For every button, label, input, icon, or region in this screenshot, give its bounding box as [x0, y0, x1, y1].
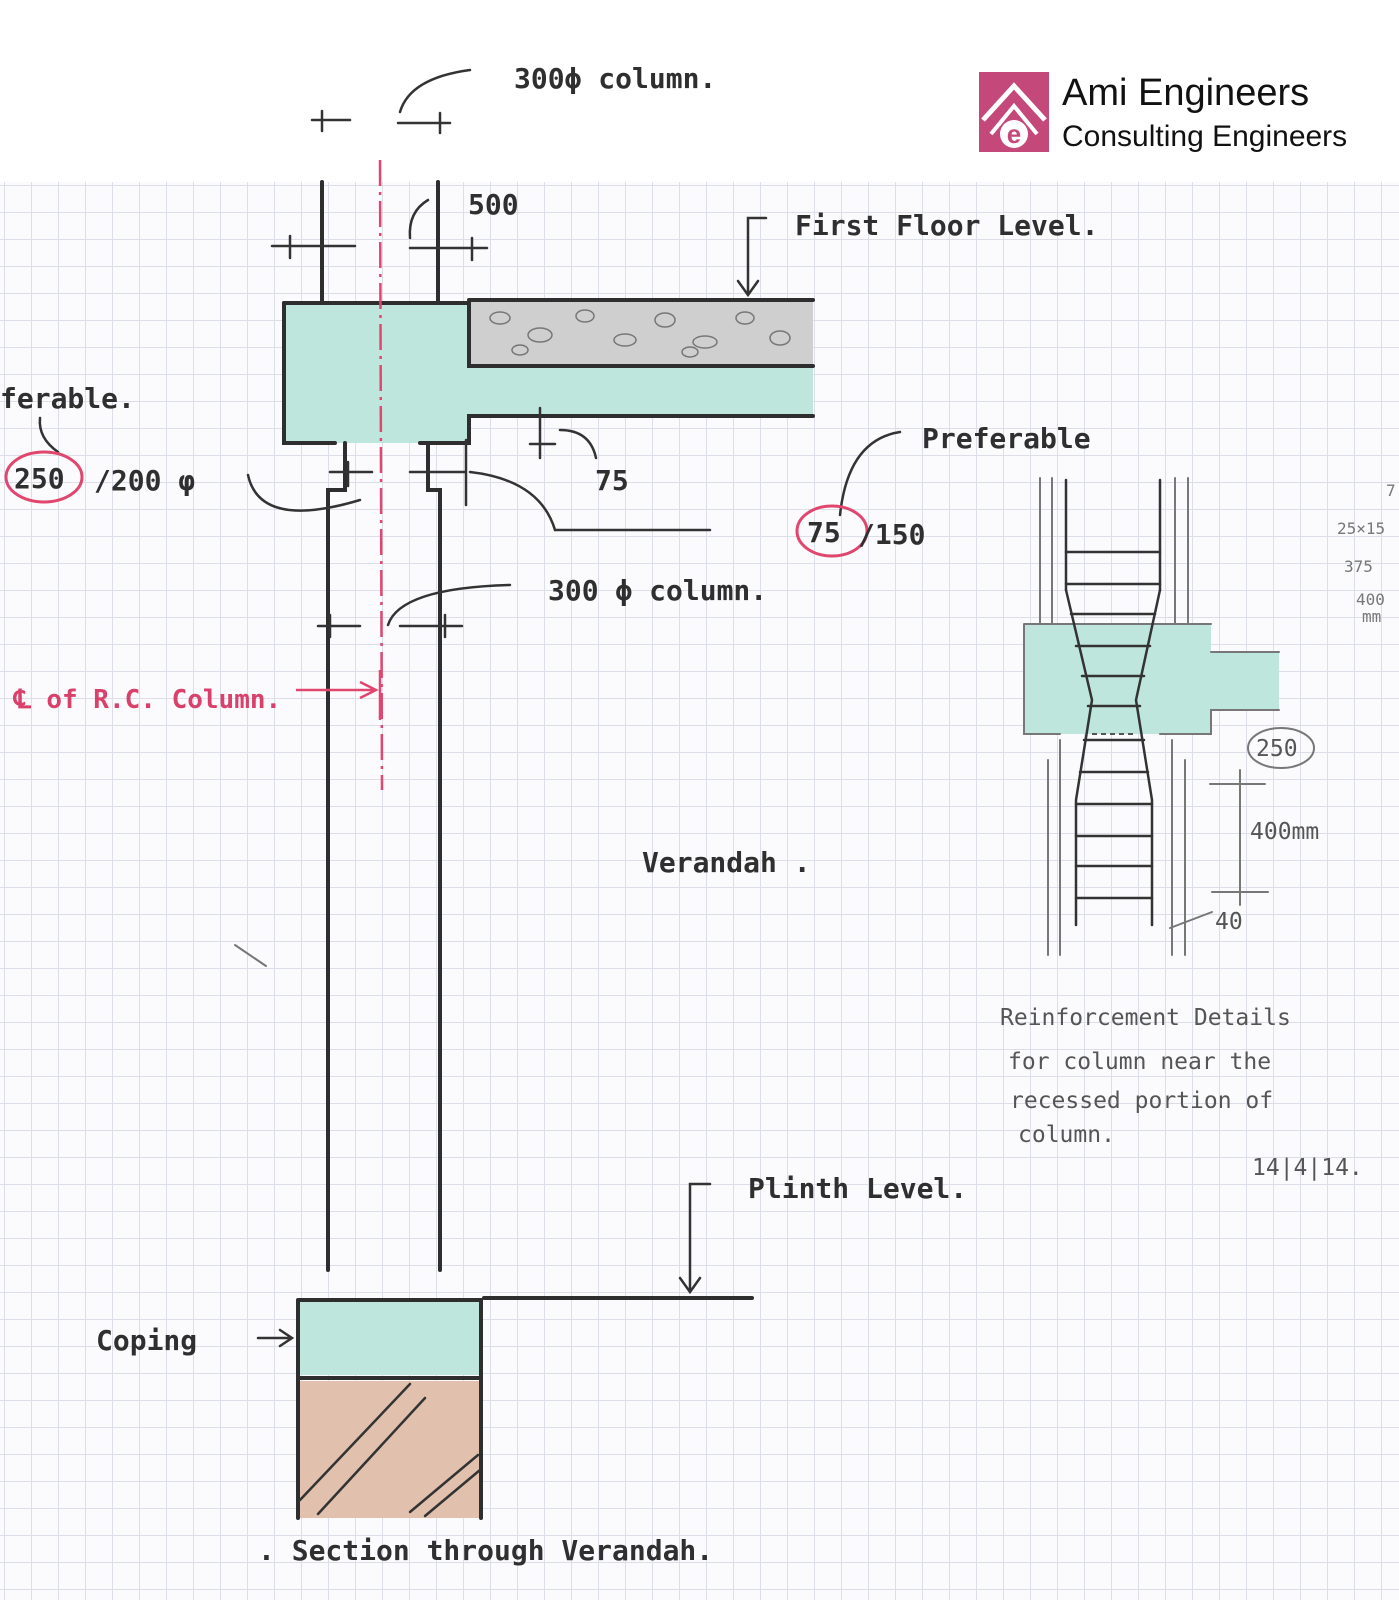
coping-label: Coping [96, 1324, 197, 1357]
first-floor-slab [282, 298, 815, 445]
mid-column-label: 300 ϕ column. [548, 574, 767, 607]
detail-caption-line-3: recessed portion of [1010, 1088, 1273, 1114]
dim-75-marker [528, 406, 598, 460]
centerline-label: ℄ of R.C. Column. [13, 685, 281, 715]
detail-250-circle [1247, 727, 1315, 769]
mid-column-dimension [316, 583, 512, 639]
plinth-level-marker [678, 1182, 712, 1295]
coping-arrow [256, 1328, 295, 1348]
column-centerline [378, 159, 384, 791]
detail-date: 14|4|14. [1252, 1155, 1363, 1181]
dim-75-circled: 75 [807, 516, 841, 549]
dim-150: /150 [858, 518, 925, 551]
top-column-dimension [310, 68, 472, 135]
section-title: . Section through Verandah. [258, 1534, 713, 1567]
detail-caption-line-1: Reinforcement Details [1000, 1005, 1291, 1031]
margin-note-1: 25×15 [1337, 519, 1385, 538]
svg-text:e: e [1007, 119, 1021, 149]
preferable-right-label: Preferable [922, 422, 1091, 455]
paper-top-band [0, 0, 1399, 182]
coping-and-masonry [296, 1296, 754, 1520]
dim-75: 75 [595, 464, 629, 497]
upper-column [270, 180, 489, 304]
dim-500: 500 [468, 188, 519, 221]
detail-caption-line-2: for column near the [1008, 1049, 1271, 1075]
dim-250-circled: 250 [14, 462, 65, 495]
detail-caption-line-4: column. [1018, 1122, 1115, 1148]
preferable-left-label: ferable. [0, 382, 135, 415]
reinforcement-detail [1023, 477, 1280, 956]
margin-note-4: mm [1362, 607, 1381, 626]
margin-note-2: 375 [1344, 557, 1373, 576]
detail-dim-400: 400mm [1250, 819, 1319, 845]
detail-dim-250: 250 [1256, 736, 1298, 762]
centerline-arrow [296, 680, 379, 700]
company-subtitle: Consulting Engineers [1062, 120, 1348, 153]
company-logo: e Ami Engineers Consulting Engineers [979, 70, 1399, 160]
detail-dim-40: 40 [1215, 909, 1243, 935]
company-name: Ami Engineers [1062, 72, 1310, 114]
plinth-label: Plinth Level. [748, 1172, 967, 1205]
margin-note-5: 7 [1386, 481, 1396, 500]
top-column-label: 300ϕ column. [514, 62, 716, 95]
recessed-column-neck [246, 438, 712, 1272]
margin-note-3: 400 [1356, 590, 1385, 609]
verandah-label: Verandah . [642, 846, 811, 879]
dim-200: /200 φ [94, 464, 195, 497]
first-floor-level-marker [736, 216, 768, 298]
house-e-logo-icon: e [979, 72, 1049, 152]
first-floor-label: First Floor Level. [795, 209, 1098, 242]
